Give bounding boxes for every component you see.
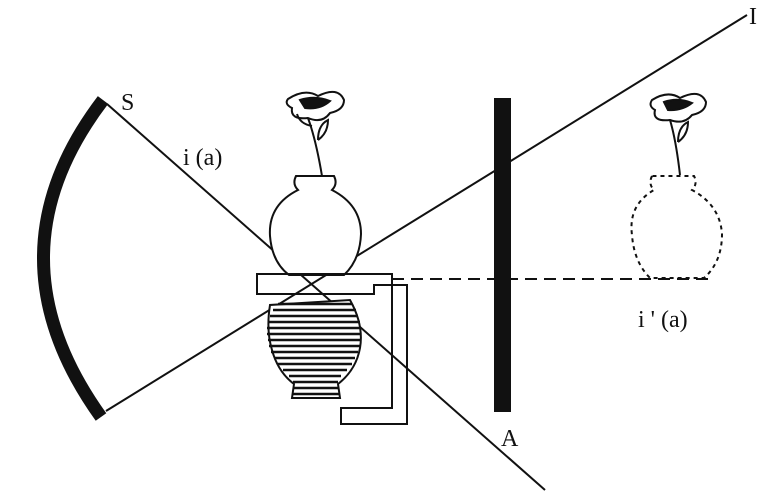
ray-upper: [106, 103, 546, 491]
virtual-vase: [630, 175, 724, 279]
label-virtual-image: i ' (a): [638, 307, 688, 333]
label-mirror: S: [121, 90, 134, 116]
virtual-flower-icon: [649, 92, 708, 176]
label-screen: A: [501, 426, 519, 452]
concave-mirror: [37, 96, 109, 421]
ray-lower: [105, 14, 748, 412]
table-bracket: [256, 273, 408, 425]
vase-upright: [268, 175, 363, 276]
screen-bar: [494, 98, 511, 412]
label-top-right: I: [749, 4, 757, 30]
flower-icon: [285, 90, 346, 177]
vase-inverted: [267, 298, 362, 399]
label-real-image: i (a): [183, 145, 222, 171]
